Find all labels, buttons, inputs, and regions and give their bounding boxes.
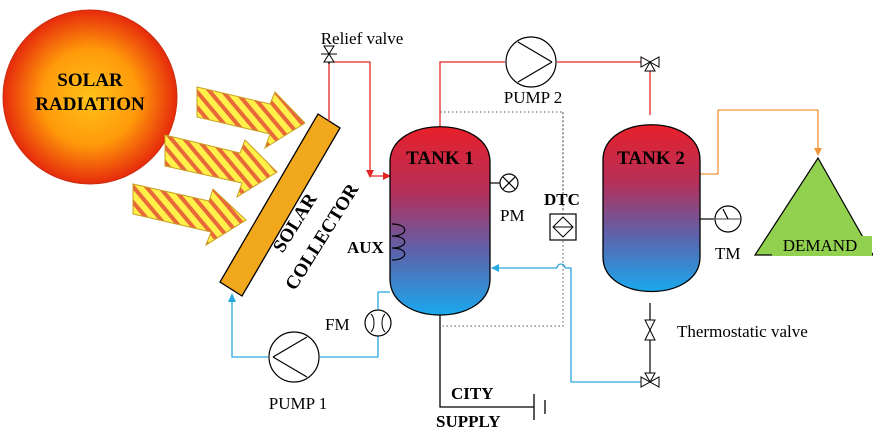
cold-pipes: [228, 263, 641, 383]
demand-label: DEMAND: [783, 236, 858, 255]
solar-collector: SOLAR COLLECTOR: [219, 113, 363, 297]
tank-1: TANK 1: [389, 126, 491, 316]
aux-heater-coil: AUX: [347, 223, 406, 261]
sun-label-line2: RADIATION: [35, 94, 145, 115]
aux-label: AUX: [347, 238, 385, 257]
three-way-valve-top: [640, 56, 660, 72]
demand-triangle: DEMAND: [753, 156, 873, 256]
dtc-controller: DTC: [544, 190, 580, 241]
radiation-arrow-3: [132, 183, 247, 247]
pump-2: PUMP 2: [504, 36, 562, 107]
control-lines: [440, 111, 564, 327]
relief-valve: Relief valve: [321, 29, 404, 64]
relief-valve-label: Relief valve: [321, 29, 404, 48]
pump-1-label: PUMP 1: [269, 394, 327, 413]
city-supply-pipe: [439, 301, 546, 420]
pm-sensor: PM: [490, 173, 525, 225]
radiation-arrow-2: [164, 134, 278, 199]
solar-radiation-sun: SOLAR RADIATION: [2, 9, 178, 185]
city-supply: CITY SUPPLY: [436, 384, 501, 431]
tm-label: TM: [715, 244, 741, 263]
pump-1: PUMP 1: [268, 331, 327, 413]
three-way-valve-bottom: [640, 372, 660, 388]
radiation-arrow-1: [196, 86, 306, 150]
dtc-label: DTC: [544, 190, 580, 209]
pm-label: PM: [500, 206, 525, 225]
pump-2-label: PUMP 2: [504, 88, 562, 107]
tank-2: TANK 2: [602, 124, 701, 293]
thermostatic-valve: Thermostatic valve: [644, 303, 808, 373]
fm-label: FM: [325, 315, 350, 334]
fm-flow-meter: FM: [325, 309, 392, 337]
sun-label-line1: SOLAR: [57, 70, 123, 91]
thermostatic-valve-label: Thermostatic valve: [677, 322, 808, 341]
tank-1-label: TANK 1: [406, 148, 474, 169]
demand-pipe: [700, 109, 822, 175]
city-supply-label-line1: CITY: [451, 384, 494, 403]
tank-2-label: TANK 2: [617, 148, 685, 169]
city-supply-label-line2: SUPPLY: [436, 412, 501, 431]
tm-thermometer: TM: [700, 205, 742, 263]
radiation-arrows: [132, 86, 306, 247]
